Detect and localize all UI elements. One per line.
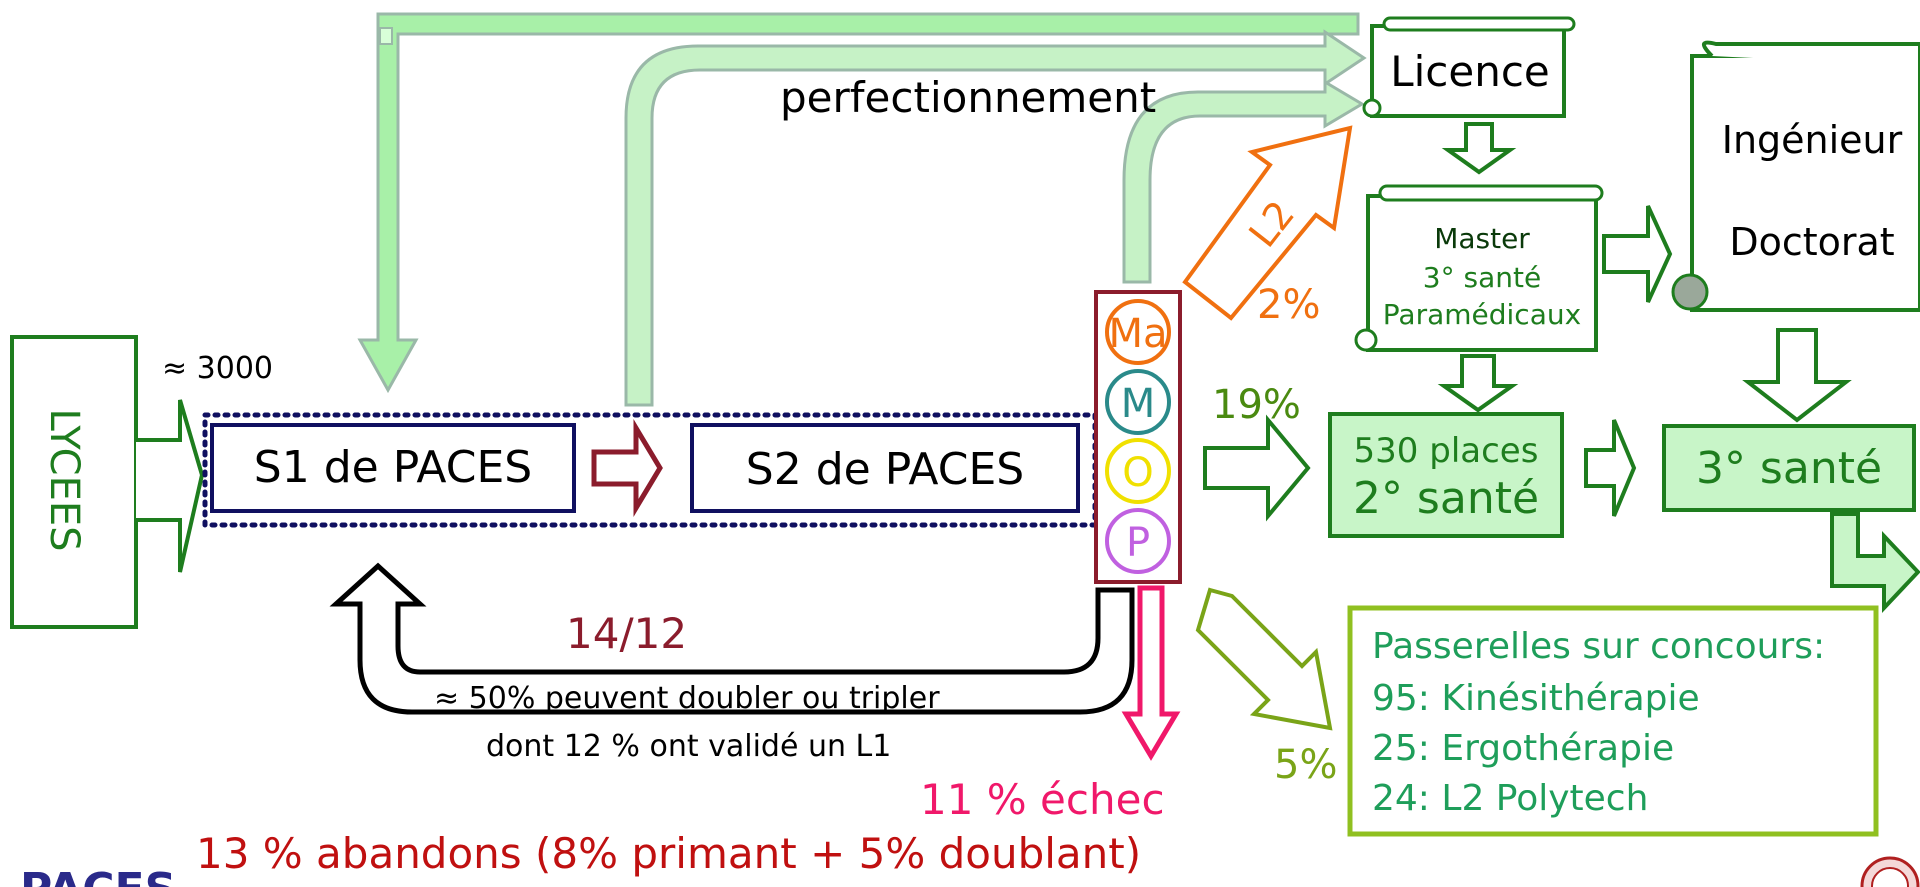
to-passerelles-arrow bbox=[1195, 587, 1333, 731]
p-label: P bbox=[1126, 520, 1150, 566]
master-to-ingenieur-arrow bbox=[1602, 205, 1673, 303]
lycees-box bbox=[10, 335, 138, 629]
licence-scroll-top bbox=[1382, 16, 1576, 32]
echec-label: 11 % échec bbox=[920, 775, 1165, 824]
ingenieur-line1: Ingénieur bbox=[1722, 118, 1903, 162]
ma-circle bbox=[1105, 299, 1171, 365]
passerelles-title: Passerelles sur concours: bbox=[1372, 626, 1825, 667]
places-box bbox=[1328, 412, 1564, 538]
sante3-label: 3° santé bbox=[1696, 443, 1882, 494]
top-loop-corner bbox=[379, 27, 393, 45]
master-to-places-arrow bbox=[1437, 354, 1519, 413]
o-circle bbox=[1105, 438, 1171, 504]
abandons-label: 13 % abandons (8% primant + 5% doublant) bbox=[196, 829, 1141, 878]
to-places-arrow bbox=[1203, 414, 1311, 522]
perfectionnement-label: perfectionnement bbox=[780, 73, 1156, 122]
m-label: M bbox=[1121, 381, 1156, 427]
places-to-sante-arrow bbox=[1584, 419, 1637, 517]
master-scroll-curl bbox=[1354, 328, 1378, 352]
l2-percent: 2% bbox=[1257, 282, 1320, 328]
licence-to-master-arrow bbox=[1441, 122, 1517, 175]
passerelles-box bbox=[1347, 605, 1879, 837]
master-line1: Master bbox=[1434, 222, 1530, 255]
m-circle bbox=[1105, 369, 1171, 435]
p-circle bbox=[1105, 508, 1171, 574]
licence-label: Licence bbox=[1390, 47, 1550, 96]
echec-arrow bbox=[1121, 585, 1181, 761]
ingenieur-to-sante-arrow bbox=[1742, 328, 1852, 423]
s1-to-s2-arrow bbox=[591, 418, 663, 518]
ingenieur-line2: Doctorat bbox=[1729, 220, 1894, 264]
redoublement-loop-arrow bbox=[329, 562, 1135, 715]
perfectionnement-arrow bbox=[624, 29, 1367, 407]
master-scroll-top bbox=[1378, 184, 1604, 202]
sante3-box bbox=[1662, 424, 1916, 512]
licence-scroll-curl bbox=[1362, 98, 1382, 118]
corner-paces-label: PACES bbox=[20, 864, 176, 887]
lycees-label: LYCEES bbox=[41, 408, 87, 551]
s2-box bbox=[690, 423, 1080, 513]
places-line2: 2° santé bbox=[1353, 473, 1539, 524]
s1-label: S1 de PACES bbox=[254, 442, 532, 493]
passerelles-item: 24: L2 Polytech bbox=[1372, 778, 1648, 819]
redoublement-line1: ≈ 50% peuvent doubler ou tripler bbox=[434, 681, 940, 716]
s1-box bbox=[210, 423, 576, 513]
licence-route-arrow bbox=[1122, 79, 1365, 284]
master-line2: 3° santé bbox=[1423, 261, 1541, 294]
licence-box bbox=[1370, 24, 1566, 118]
sante3-exit-arrow bbox=[1830, 512, 1920, 614]
lycees-arrow bbox=[136, 399, 205, 573]
ma-label: Ma bbox=[1108, 311, 1167, 357]
university-seal-inner bbox=[1871, 867, 1909, 887]
s2-label: S2 de PACES bbox=[746, 444, 1024, 495]
passerelles-item: 95: Kinésithérapie bbox=[1372, 678, 1700, 719]
master-line3: Paramédicaux bbox=[1383, 298, 1581, 331]
ingenieur-scroll-curl bbox=[1671, 273, 1709, 311]
top-loop-arrow bbox=[357, 12, 1360, 394]
l2-arrow bbox=[1182, 125, 1353, 321]
passerelles-item: 25: Ergothérapie bbox=[1372, 728, 1674, 769]
pct-19-label: 19% bbox=[1212, 382, 1301, 428]
master-box bbox=[1366, 194, 1598, 352]
ingenieur-box bbox=[1690, 54, 1920, 312]
redoublement-ratio: 14/12 bbox=[566, 609, 687, 658]
o-label: O bbox=[1122, 450, 1153, 496]
entry-count: ≈ 3000 bbox=[162, 351, 273, 386]
pct-5-label: 5% bbox=[1274, 742, 1337, 788]
ingenieur-scroll-top bbox=[1702, 40, 1920, 66]
places-line1: 530 places bbox=[1354, 431, 1539, 471]
redoublement-line2: dont 12 % ont validé un L1 bbox=[486, 729, 891, 764]
